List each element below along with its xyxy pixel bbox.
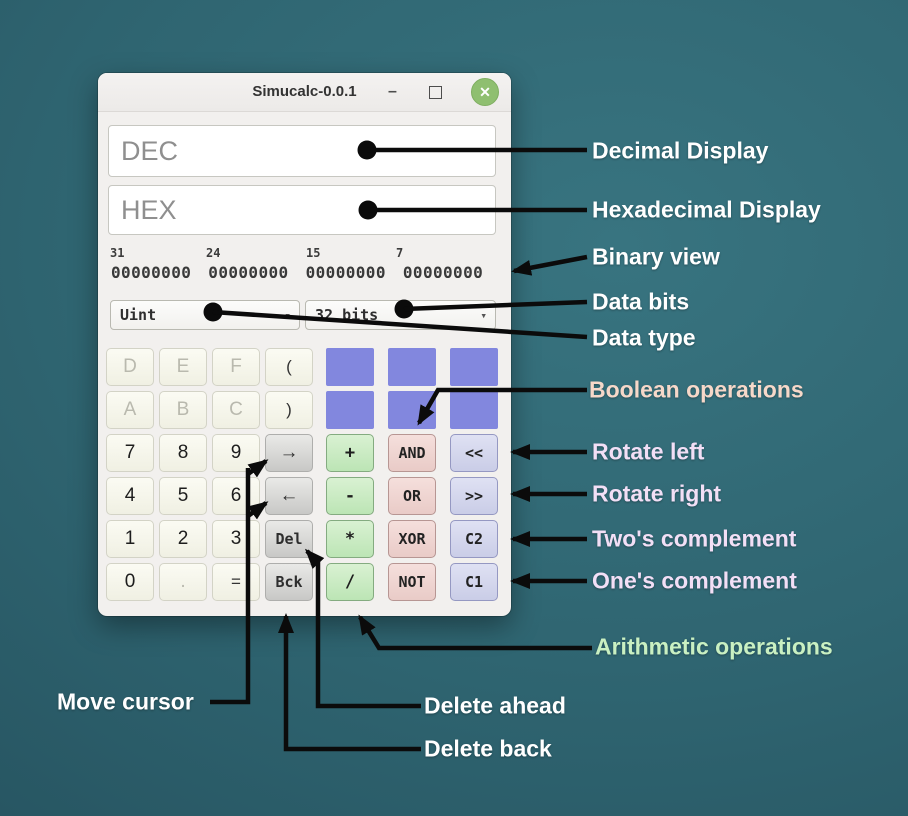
key-ones-complement[interactable]: C1: [450, 563, 498, 601]
data-bits-dropdown[interactable]: 32 bits ▾: [305, 300, 496, 330]
key-not[interactable]: NOT: [388, 563, 436, 601]
key-cursor-right[interactable]: →: [265, 434, 313, 472]
key-cursor-left[interactable]: ←: [265, 477, 313, 515]
label-hexadecimal-display: Hexadecimal Display: [592, 196, 821, 223]
key-1[interactable]: 1: [106, 520, 154, 558]
key-C[interactable]: C: [212, 391, 260, 429]
label-arithmetic-operations: Arithmetic operations: [595, 633, 833, 660]
key-rotate-right[interactable]: >>: [450, 477, 498, 515]
label-twos-complement: Two's complement: [592, 525, 797, 552]
maximize-button[interactable]: [428, 85, 443, 100]
key-delete-back[interactable]: Bck: [265, 563, 313, 601]
minimize-button[interactable]: –: [388, 83, 397, 100]
bit-label-7: 7: [396, 246, 404, 260]
key-decimal-point[interactable]: .: [159, 563, 207, 601]
window-title: Simucalc-0.0.1: [252, 83, 357, 100]
label-delete-ahead: Delete ahead: [424, 692, 566, 719]
bit-label-15: 15: [306, 246, 321, 260]
close-button[interactable]: ✕: [471, 78, 499, 106]
key-multiply[interactable]: *: [326, 520, 374, 558]
key-rotate-left[interactable]: <<: [450, 434, 498, 472]
key-6[interactable]: 6: [212, 477, 260, 515]
arrow-binary-view: [511, 254, 588, 276]
placeholder-key: [450, 391, 498, 429]
key-F[interactable]: F: [212, 348, 260, 386]
key-open-paren[interactable]: (: [265, 348, 313, 386]
keypad: D E F ( A B C ) 7 8 9 → 4 5 6 ← 1 2 3 De…: [106, 348, 498, 601]
data-type-dropdown[interactable]: Uint ▾: [110, 300, 300, 330]
label-rotate-right: Rotate right: [592, 480, 722, 507]
placeholder-key: [326, 391, 374, 429]
key-or[interactable]: OR: [388, 477, 436, 515]
key-equals[interactable]: =: [212, 563, 260, 601]
key-3[interactable]: 3: [212, 520, 260, 558]
keypad-right-grid: + AND << - OR >> * XOR C2 / NOT C1: [326, 348, 498, 601]
placeholder-key: [388, 391, 436, 429]
key-0[interactable]: 0: [106, 563, 154, 601]
binary-view-value: 00000000 00000000 00000000 00000000: [111, 263, 484, 282]
label-rotate-left: Rotate left: [592, 438, 705, 465]
label-binary-view: Binary view: [592, 243, 720, 270]
maximize-icon: [429, 85, 442, 99]
key-8[interactable]: 8: [159, 434, 207, 472]
data-bits-value: 32 bits: [315, 306, 379, 324]
calculator-window: Simucalc-0.0.1 – ✕ 31 24 15 7 00000000 0…: [98, 73, 511, 616]
key-twos-complement[interactable]: C2: [450, 520, 498, 558]
key-close-paren[interactable]: ): [265, 391, 313, 429]
key-9[interactable]: 9: [212, 434, 260, 472]
bit-label-24: 24: [206, 246, 221, 260]
window-controls: – ✕: [385, 73, 499, 111]
arrow-delete-back: [278, 613, 421, 752]
data-type-value: Uint: [120, 306, 157, 324]
chevron-down-icon: ▾: [284, 309, 291, 322]
key-E[interactable]: E: [159, 348, 207, 386]
label-boolean-operations: Boolean operations: [589, 376, 804, 403]
label-data-type: Data type: [592, 324, 696, 351]
arrow-arithmetic-operations: [358, 614, 592, 651]
key-xor[interactable]: XOR: [388, 520, 436, 558]
key-A[interactable]: A: [106, 391, 154, 429]
key-subtract[interactable]: -: [326, 477, 374, 515]
label-data-bits: Data bits: [592, 288, 690, 315]
key-4[interactable]: 4: [106, 477, 154, 515]
bit-label-31: 31: [110, 246, 125, 260]
key-delete-ahead[interactable]: Del: [265, 520, 313, 558]
placeholder-key: [326, 348, 374, 386]
placeholder-key: [388, 348, 436, 386]
key-2[interactable]: 2: [159, 520, 207, 558]
chevron-down-icon: ▾: [480, 309, 487, 322]
label-decimal-display: Decimal Display: [592, 137, 769, 164]
label-delete-back: Delete back: [424, 735, 552, 762]
hexadecimal-display-input[interactable]: [108, 185, 496, 235]
key-and[interactable]: AND: [388, 434, 436, 472]
decimal-display-input[interactable]: [108, 125, 496, 177]
key-divide[interactable]: /: [326, 563, 374, 601]
key-D[interactable]: D: [106, 348, 154, 386]
window-titlebar[interactable]: Simucalc-0.0.1 – ✕: [98, 73, 511, 112]
keypad-left-grid: D E F ( A B C ) 7 8 9 → 4 5 6 ← 1 2 3 De…: [106, 348, 313, 601]
key-B[interactable]: B: [159, 391, 207, 429]
label-ones-complement: One's complement: [592, 567, 797, 594]
key-5[interactable]: 5: [159, 477, 207, 515]
key-add[interactable]: +: [326, 434, 374, 472]
placeholder-key: [450, 348, 498, 386]
key-7[interactable]: 7: [106, 434, 154, 472]
label-move-cursor: Move cursor: [57, 688, 194, 715]
